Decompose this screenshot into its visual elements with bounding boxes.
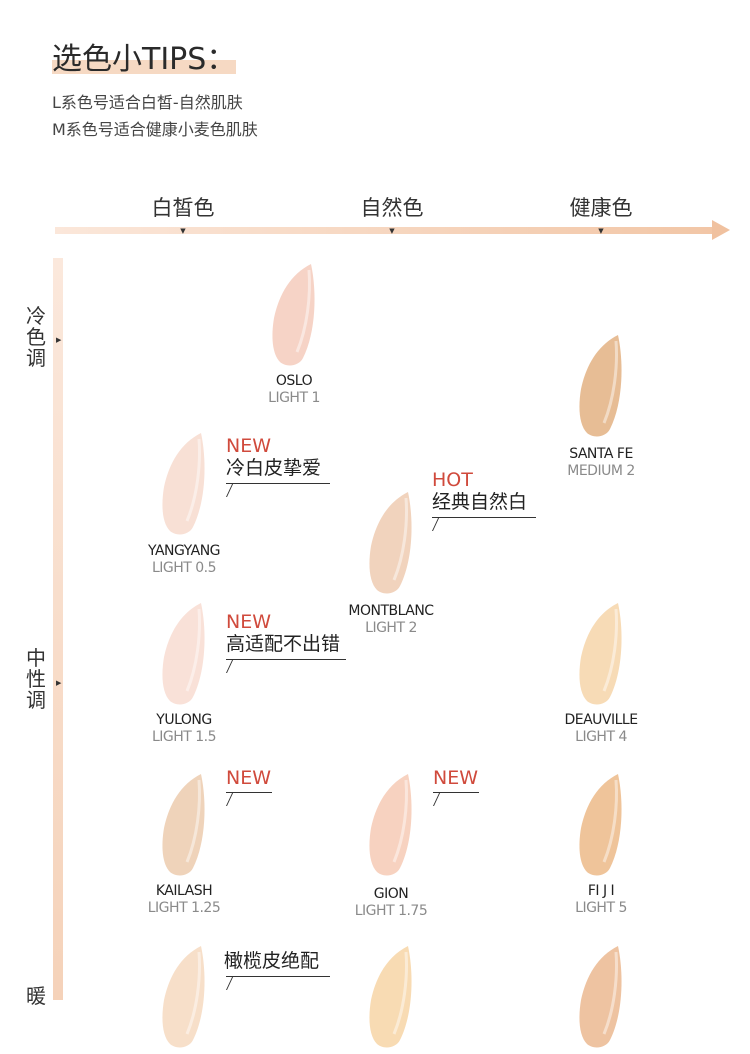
shade-swatch — [368, 944, 414, 1054]
x-label-natural: 自然色 — [360, 196, 424, 220]
shade-code: LIGHT 1.75 — [354, 903, 428, 919]
callout-leader-line — [226, 976, 330, 977]
callout-note: 橄榄皮绝配 — [224, 950, 320, 972]
shade-swatch — [368, 772, 414, 882]
shade-swatch — [161, 431, 207, 541]
callout-tag-new: NEW — [226, 435, 272, 457]
shade-swatch — [161, 601, 207, 711]
shade-code: MEDIUM 2 — [567, 463, 635, 479]
x-tick-marker: ▼ — [598, 227, 604, 235]
title-highlight — [52, 60, 236, 74]
shade-name: YULONG — [156, 712, 212, 728]
callout-leader-slash — [433, 792, 441, 806]
callout-leader-slash — [226, 483, 234, 497]
x-axis-arrowhead — [712, 220, 730, 240]
callout-leader-slash — [226, 976, 234, 990]
callout-leader-line — [226, 792, 272, 793]
shade-swatch — [161, 772, 207, 882]
x-tick-marker: ▼ — [180, 227, 186, 235]
y-label-warm: 暖 — [26, 984, 46, 1008]
callout-tag-new: NEW — [226, 767, 272, 789]
shade-swatch — [578, 772, 624, 882]
shade-code: LIGHT 1 — [268, 390, 320, 406]
callout-leader-line — [433, 792, 479, 793]
callout-note: 经典自然白 — [432, 491, 528, 513]
callout-leader-line — [432, 517, 536, 518]
shade-code: LIGHT 5 — [575, 900, 627, 916]
shade-name: FI J I — [587, 883, 615, 899]
callout-leader-slash — [432, 517, 440, 531]
callout-note: 高适配不出错 — [226, 633, 341, 655]
callout-leader-line — [226, 483, 330, 484]
x-axis-bar — [55, 227, 715, 234]
y-axis-bar — [53, 258, 63, 1000]
callout-note: 冷白皮挚爱 — [226, 457, 322, 479]
shade-swatch — [368, 490, 414, 600]
y-label-neutral: 中性调 — [26, 646, 46, 712]
shade-name: OSLO — [275, 373, 313, 389]
shade-code: LIGHT 1.25 — [147, 900, 221, 916]
callout-leader-slash — [226, 792, 234, 806]
callout-leader-slash — [226, 659, 234, 673]
shade-name: SANTA FE — [569, 446, 633, 462]
page-title: 选色小TIPS： — [52, 42, 237, 77]
y-label-cool: 冷色调 — [26, 304, 46, 370]
shade-code: LIGHT 2 — [365, 620, 417, 636]
shade-swatch — [578, 944, 624, 1054]
shade-name: YANGYANG — [147, 543, 221, 559]
shade-name: MONTBLANC — [348, 603, 434, 619]
y-tick-marker: ▶ — [56, 679, 62, 687]
shade-swatch — [271, 262, 317, 372]
tip-line-m-series: M系色号适合健康小麦色肌肤 — [52, 120, 258, 139]
x-tick-marker: ▼ — [389, 227, 395, 235]
shade-swatch — [578, 601, 624, 711]
shade-code: LIGHT 1.5 — [151, 729, 217, 745]
callout-tag-new: NEW — [226, 611, 272, 633]
shade-swatch — [578, 333, 624, 443]
shade-code: LIGHT 4 — [575, 729, 627, 745]
callout-leader-line — [226, 659, 346, 660]
shade-swatch — [161, 944, 207, 1054]
x-label-fair: 白皙色 — [151, 196, 215, 220]
y-tick-marker: ▶ — [56, 336, 62, 344]
shade-code: LIGHT 0.5 — [151, 560, 217, 576]
shade-name: DEAUVILLE — [564, 712, 638, 728]
x-label-tan: 健康色 — [569, 196, 633, 220]
tip-line-l-series: L系色号适合白皙-自然肌肤 — [52, 93, 243, 112]
shade-name: GION — [373, 886, 409, 902]
callout-tag-hot: HOT — [432, 469, 473, 491]
shade-name: KAILASH — [155, 883, 213, 899]
callout-tag-new: NEW — [433, 767, 479, 789]
